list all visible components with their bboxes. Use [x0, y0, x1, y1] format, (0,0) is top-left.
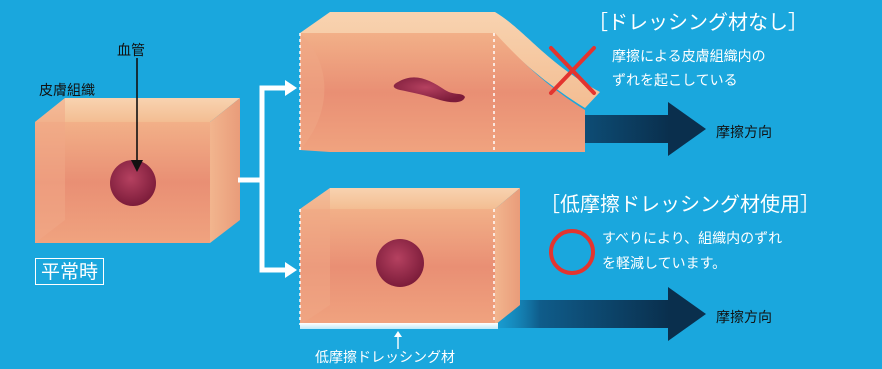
vessel-label: 血管	[117, 43, 145, 59]
top-case-desc-line2: ずれを起こしている	[612, 73, 738, 89]
bottom-case-title: ［低摩擦ドレッシング材使用］	[540, 192, 820, 216]
tissue-label: 皮膚組織	[39, 83, 95, 99]
connector-bracket	[238, 85, 286, 273]
vessel-pointer-arrow	[131, 58, 143, 172]
bracket-arrowhead-top	[285, 80, 297, 96]
stretched-vessel	[393, 77, 465, 103]
friction-direction-label-bottom: 摩擦方向	[716, 310, 772, 326]
vessel-cross-section	[110, 160, 156, 206]
top-case-title: ［ドレッシング材なし］	[588, 10, 808, 34]
bottom-case-desc-line2: を軽減しています。	[602, 256, 727, 272]
normal-tissue-block	[35, 98, 240, 243]
normal-state-label: 平常時	[35, 258, 105, 285]
cross-mark-icon	[549, 46, 596, 95]
protected-tissue-block	[299, 188, 520, 329]
friction-direction-label-top: 摩擦方向	[716, 125, 772, 141]
sheared-tissue-block	[299, 12, 600, 152]
dressing-pointer-arrow	[394, 331, 402, 349]
bottom-case-desc-line1: すべりにより、組織内のずれ	[602, 231, 783, 247]
bracket-arrowhead-bottom	[285, 262, 297, 278]
dressing-label: 低摩擦ドレッシング材	[315, 350, 455, 366]
vessel-cross-section-protected	[376, 239, 424, 287]
dressing-layer	[300, 323, 498, 329]
circle-mark-icon	[549, 229, 595, 275]
top-case-desc-line1: 摩擦による皮膚組織内の	[612, 49, 766, 65]
